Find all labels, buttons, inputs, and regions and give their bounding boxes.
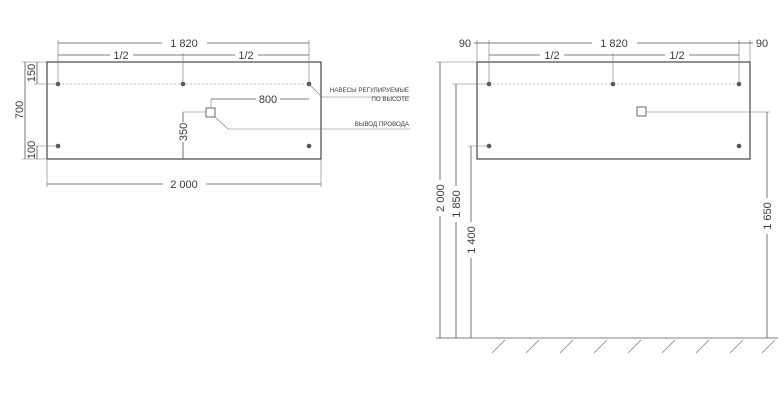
floor-hatching xyxy=(491,339,776,354)
front-view: 1 820 1/2 1/2 700 150 100 2 000 800 350 xyxy=(14,38,410,191)
front-note-hinges-2: ПО ВЫСОТЕ xyxy=(371,96,409,103)
front-leader-hinges xyxy=(308,83,410,98)
front-note-hinges-1: НАВЕСЫ РЕГУЛИРУЕМЫЕ xyxy=(330,87,409,94)
front-dim-half-right: 1/2 xyxy=(238,50,253,62)
wall-panel-outline xyxy=(476,61,751,160)
wall-dim-floor-to-top: 2 000 xyxy=(435,184,447,212)
wall-dim-floor-to-lower-hinges: 1 400 xyxy=(466,226,478,254)
front-dim-width: 1 820 xyxy=(170,38,198,50)
wall-dim-floor-to-socket: 1 650 xyxy=(762,202,774,230)
front-dim-height: 700 xyxy=(14,101,26,119)
front-dim-top-offset: 150 xyxy=(26,64,38,82)
wall-view: 1 820 90 90 1/2 1/2 2 000 1 850 1 400 1 … xyxy=(435,38,778,354)
wall-dim-width: 1 820 xyxy=(600,38,628,50)
front-dim-socket-x: 800 xyxy=(259,94,277,106)
wall-dim-right-margin: 90 xyxy=(756,38,768,50)
wall-dim-half-left: 1/2 xyxy=(544,50,559,62)
wall-dim-floor-to-hinges: 1 850 xyxy=(451,190,463,218)
front-panel-outline xyxy=(46,61,322,160)
front-dim-socket-y: 350 xyxy=(178,123,190,141)
front-dim-half-left: 1/2 xyxy=(113,50,128,62)
wall-dim-left-margin: 90 xyxy=(459,38,471,50)
wall-wire-outlet-box xyxy=(636,106,647,117)
front-hole-bottom-right xyxy=(306,143,312,149)
front-note-wire: ВЫВОД ПРОВОДА xyxy=(355,121,410,128)
front-wire-outlet-box xyxy=(205,107,216,118)
wall-hole-bottom-right xyxy=(736,143,742,149)
front-dim-bottom-offset: 100 xyxy=(26,141,38,159)
front-leader-wire xyxy=(214,116,410,130)
wall-dim-half-right: 1/2 xyxy=(669,50,684,62)
front-dim-total-width: 2 000 xyxy=(170,179,198,191)
